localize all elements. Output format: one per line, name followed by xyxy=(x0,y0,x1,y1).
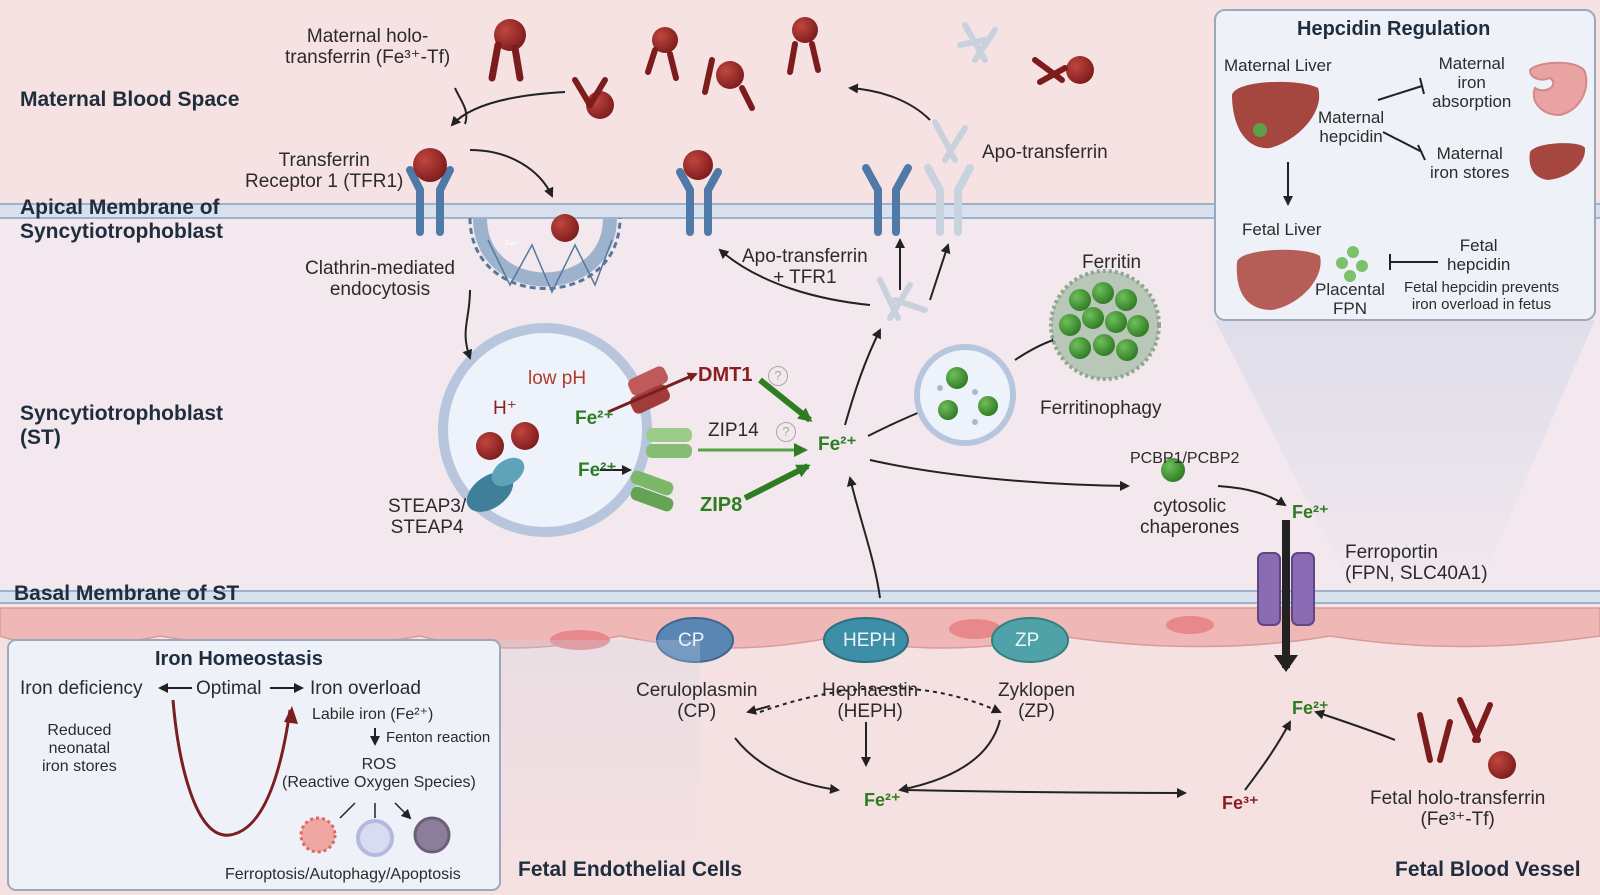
maternal-absorption-label: Maternal iron absorption xyxy=(1432,54,1512,112)
hephaestin-label: Hephaestin (HEPH) xyxy=(822,680,919,723)
ferroportin-channel xyxy=(1257,552,1281,626)
apo-transferrin xyxy=(877,22,998,321)
zip14-question-icon: ? xyxy=(776,422,796,442)
ferritinophagy-label: Ferritinophagy xyxy=(1040,398,1162,419)
tfr1-receptor xyxy=(406,166,454,236)
reduced-stores-label: Reduced neonatal iron stores xyxy=(42,722,117,775)
fenton-label: Fenton reaction xyxy=(386,729,491,746)
ros-label: ROS (Reactive Oxygen Species) xyxy=(282,756,476,791)
zip8-label: ZIP8 xyxy=(700,494,743,516)
zyklopen-label: Zyklopen (ZP) xyxy=(998,680,1076,723)
fe3-endothelial-label: Fe³⁺ xyxy=(1222,793,1259,813)
u-curve xyxy=(171,699,292,837)
basal-membrane xyxy=(0,590,1600,604)
tfr1-iron-tag: Fe³⁺ xyxy=(505,239,522,248)
zip14-transporter xyxy=(646,428,692,442)
fe2-chaperone-label: Fe²⁺ xyxy=(1292,502,1329,522)
steap-label: STEAP3/ STEAP4 xyxy=(388,496,467,539)
clathrin-label: Clathrin-mediated endocytosis xyxy=(305,258,455,301)
autophagosome xyxy=(914,344,1016,446)
holo-transferrin xyxy=(787,17,821,75)
fe2-reduced-label: Fe²⁺ xyxy=(578,460,617,481)
apical-membrane xyxy=(0,203,1600,219)
apo-transferrin-label: Apo-transferrin xyxy=(982,142,1108,163)
fetal-hepcidin-note: Fetal hepcidin prevents iron overload in… xyxy=(1404,279,1560,313)
ferritin-iron-core xyxy=(1059,282,1149,361)
intestine-icon xyxy=(1528,61,1588,117)
fetal-holo-transferrin-label: Fetal holo-transferrin (Fe³⁺-Tf) xyxy=(1370,788,1546,831)
zyklopen-enzyme xyxy=(991,617,1069,663)
holo-transferrin xyxy=(1032,56,1094,85)
maternal-liver-label: Maternal Liver xyxy=(1224,56,1332,75)
dmt1-question-icon: ? xyxy=(768,366,788,386)
ferritin-label: Ferritin xyxy=(1082,252,1142,273)
ferroportin-label: Ferroportin (FPN, SLC40A1) xyxy=(1345,542,1488,585)
autophagy-cell-icon xyxy=(356,819,394,857)
apo-transferrin-tfr1-label: Apo-transferrin + TFR1 xyxy=(742,246,868,289)
h-plus-label: H⁺ xyxy=(493,398,517,419)
placental-fpn-label: Placental FPN xyxy=(1315,280,1385,319)
fe2-fetal-blood-label: Fe²⁺ xyxy=(1292,698,1329,718)
basal-membrane-label: Basal Membrane of ST xyxy=(14,582,240,605)
cell-death-label: Ferroptosis/Autophagy/Apoptosis xyxy=(225,866,461,883)
ceruloplasmin-label: Ceruloplasmin (CP) xyxy=(636,680,758,723)
maternal-hepcidin-label: Maternal hepcidin xyxy=(1318,108,1385,147)
chaperone-iron xyxy=(1161,458,1185,482)
cp-abbr: CP xyxy=(678,630,705,651)
tfr1-receptor-apo xyxy=(924,164,974,236)
holo-transferrin xyxy=(488,19,526,82)
dmt1-transporter xyxy=(628,366,668,396)
iron-deficiency-label: Iron deficiency xyxy=(20,678,143,699)
endocytosed-holo-transferrin xyxy=(551,214,579,242)
holo-transferrin xyxy=(702,57,755,111)
fe2-cytosol-label: Fe²⁺ xyxy=(818,434,857,455)
fe2-endosome-label: Fe²⁺ xyxy=(575,408,614,429)
apoptosis-cell-icon xyxy=(413,816,451,854)
apical-membrane-label: Apical Membrane of Syncytiotrophoblast xyxy=(20,196,224,243)
holo-transferrin xyxy=(572,77,614,119)
tfr1-label: Transferrin Receptor 1 (TFR1) xyxy=(245,150,404,193)
maternal-holo-transferrin-label: Maternal holo- transferrin (Fe³⁺-Tf) xyxy=(285,26,451,69)
hepcidin-title: Hepcidin Regulation xyxy=(1297,18,1491,40)
optimal-label: Optimal xyxy=(196,678,262,699)
homeostasis-title: Iron Homeostasis xyxy=(155,648,323,670)
tfr1-receptor xyxy=(862,164,912,236)
fetal-blood-vessel-label: Fetal Blood Vessel xyxy=(1395,858,1581,881)
dmt1-label: DMT1 xyxy=(698,364,753,386)
labile-iron-label: Labile iron (Fe²⁺) xyxy=(312,706,434,723)
holo-transferrin xyxy=(645,27,679,81)
fetal-liver-label: Fetal Liver xyxy=(1242,220,1322,239)
pcbp-label: PCBP1/PCBP2 xyxy=(1130,450,1240,467)
hephaestin-enzyme xyxy=(823,617,909,663)
tfr1-receptor xyxy=(676,168,722,236)
endothelial-nucleus xyxy=(1166,616,1214,634)
ferroptosis-cell-icon xyxy=(299,816,337,854)
fetal-liver-icon xyxy=(1236,249,1321,310)
low-ph-label: low pH xyxy=(528,368,587,389)
fetal-holo-transferrin xyxy=(1417,697,1493,763)
zip14-label: ZIP14 xyxy=(708,420,759,441)
zp-abbr: ZP xyxy=(1015,630,1040,651)
maternal-iron-stores-liver-icon xyxy=(1529,143,1586,180)
chaperones-label: cytosolic chaperones xyxy=(1140,496,1240,539)
fe2-endothelial-label: Fe²⁺ xyxy=(864,790,901,810)
fetal-hepcidin-label: Fetal hepcidin xyxy=(1447,236,1511,275)
maternal-blood-space-label: Maternal Blood Space xyxy=(20,88,240,111)
syncytiotrophoblast-label: Syncytiotrophoblast (ST) xyxy=(20,402,224,449)
endothelial-nucleus xyxy=(949,619,1001,639)
zip8-transporter xyxy=(630,470,674,496)
iron-overload-label: Iron overload xyxy=(310,678,421,699)
heph-abbr: HEPH xyxy=(843,630,896,651)
clathrin-pit xyxy=(473,217,617,287)
maternal-stores-label: Maternal iron stores xyxy=(1430,144,1510,183)
fetal-endothelial-label: Fetal Endothelial Cells xyxy=(518,858,743,881)
